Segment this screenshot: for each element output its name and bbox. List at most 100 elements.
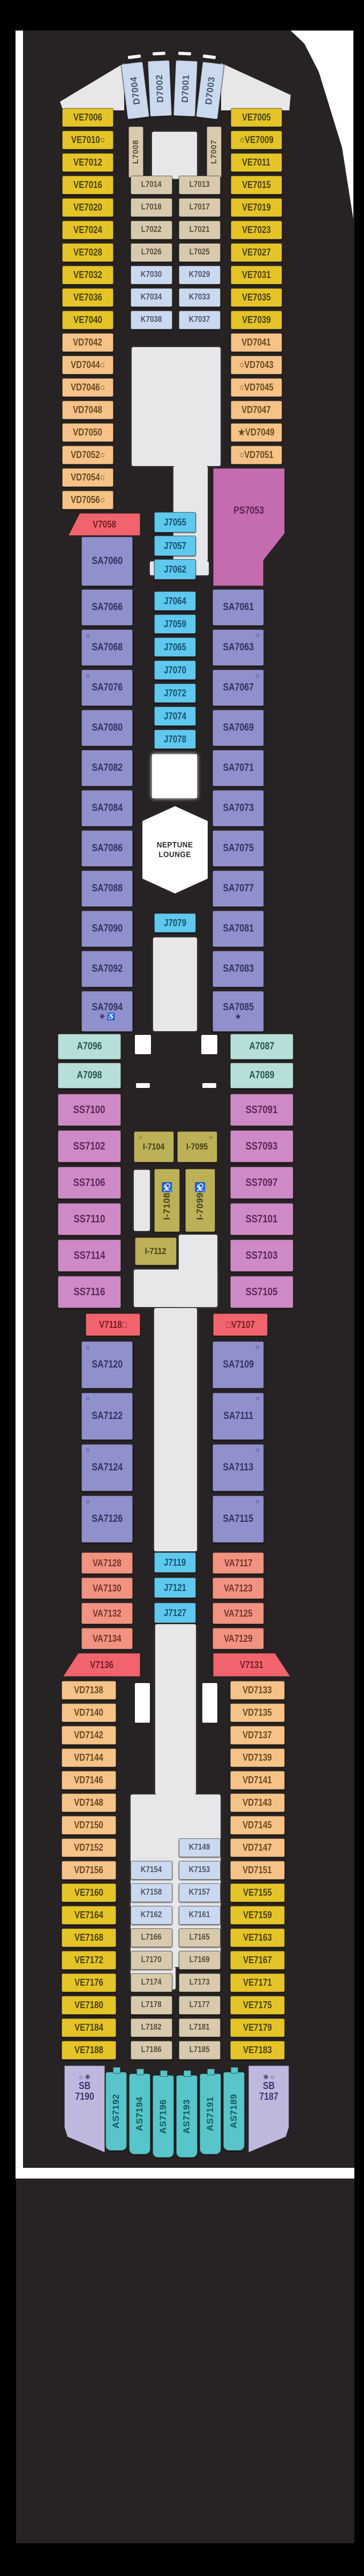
- cabin-VD7049[interactable]: ★VD7049: [231, 423, 282, 442]
- cabin-AS7196[interactable]: AS7196: [153, 2075, 174, 2158]
- cabin-L7166[interactable]: L7166: [131, 1928, 172, 1947]
- cabin-VE7175[interactable]: VE7175: [230, 1996, 285, 2015]
- cabin-VD7133[interactable]: VD7133: [230, 1681, 285, 1700]
- cabin-VD7145[interactable]: VD7145: [230, 1816, 285, 1835]
- cabin-L7017[interactable]: L7017: [179, 198, 221, 217]
- cabin-L7013[interactable]: L7013: [179, 176, 221, 194]
- cabin-VE7163[interactable]: VE7163: [230, 1928, 285, 1947]
- cabin-SA7120[interactable]: SA7120○: [81, 1341, 133, 1388]
- cabin-SA7126[interactable]: SA7126○: [81, 1496, 133, 1543]
- cabin-VA7128[interactable]: VA7128: [81, 1552, 133, 1574]
- cabin-SS7100[interactable]: SS7100: [58, 1094, 121, 1126]
- cabin-D7002[interactable]: D7002: [147, 60, 172, 117]
- cabin-VD7137[interactable]: VD7137: [230, 1726, 285, 1745]
- cabin-L7173[interactable]: L7173: [179, 1973, 221, 1992]
- cabin-SS7097[interactable]: SS7097: [230, 1167, 293, 1199]
- cabin-L7026[interactable]: L7026: [131, 243, 172, 262]
- cabin-L7021[interactable]: L7021: [179, 221, 221, 239]
- cabin-SS7114[interactable]: SS7114: [58, 1240, 121, 1272]
- cabin-VD7042[interactable]: VD7042: [62, 333, 113, 352]
- cabin-VD7054[interactable]: VD7054○: [62, 468, 113, 487]
- cabin-VE7039[interactable]: VE7039: [231, 311, 282, 329]
- cabin-L7165[interactable]: L7165: [179, 1928, 221, 1947]
- cabin-VE7005[interactable]: VE7005: [231, 108, 282, 127]
- cabin-SS7105[interactable]: SS7105: [230, 1276, 293, 1308]
- cabin-SA7113[interactable]: SA7113○: [213, 1444, 264, 1491]
- cabin-VE7032[interactable]: VE7032: [62, 266, 113, 284]
- cabin-J7064[interactable]: J7064: [154, 591, 196, 611]
- cabin-J7119[interactable]: J7119: [154, 1552, 196, 1573]
- cabin-K7030[interactable]: K7030: [131, 266, 172, 284]
- cabin-J7079[interactable]: J7079: [154, 913, 196, 933]
- cabin-VD7052[interactable]: VD7052○: [62, 446, 113, 464]
- cabin-L7181[interactable]: L7181: [179, 2018, 221, 2037]
- cabin-VE7036[interactable]: VE7036: [62, 288, 113, 307]
- cabin-SS7102[interactable]: SS7102: [58, 1130, 121, 1162]
- cabin-VE7184[interactable]: VE7184: [62, 2018, 116, 2037]
- cabin-J7059[interactable]: J7059: [154, 614, 196, 634]
- cabin-SA7067[interactable]: SA7067○: [213, 670, 264, 706]
- cabin-VD7041[interactable]: VD7041: [231, 333, 282, 352]
- cabin-VE7164[interactable]: VE7164: [62, 1906, 116, 1925]
- cabin-VD7046[interactable]: VD7046○: [62, 378, 113, 397]
- cabin-L7018[interactable]: L7018: [131, 198, 172, 217]
- cabin-K7154[interactable]: K7154: [131, 1861, 172, 1880]
- cabin-VD7148[interactable]: VD7148: [62, 1793, 116, 1812]
- cabin-L7170[interactable]: L7170: [131, 1951, 172, 1970]
- cabin-VA7123[interactable]: VA7123: [213, 1578, 264, 1599]
- cabin-SA7086[interactable]: SA7086: [81, 830, 133, 867]
- cabin-I-7095[interactable]: I-7095○: [177, 1131, 217, 1162]
- cabin-K7162[interactable]: K7162: [131, 1906, 172, 1925]
- cabin-VD7139[interactable]: VD7139: [230, 1748, 285, 1767]
- cabin-VE7006[interactable]: VE7006: [62, 108, 113, 127]
- cabin-VD7056[interactable]: VD7056○: [62, 491, 113, 509]
- cabin-L7022[interactable]: L7022: [131, 221, 172, 239]
- cabin-SA7122[interactable]: SA7122○: [81, 1393, 133, 1440]
- cabin-VE7031[interactable]: VE7031: [231, 266, 282, 284]
- cabin-VD7152[interactable]: VD7152: [62, 1838, 116, 1857]
- cabin-SA7124[interactable]: SA7124○: [81, 1444, 133, 1491]
- cabin-VD7144[interactable]: VD7144: [62, 1748, 116, 1767]
- cabin-SA7085[interactable]: SA7085★: [213, 991, 264, 1032]
- cabin-SA7066[interactable]: SA7066: [81, 589, 133, 626]
- cabin-I-7099[interactable]: I-7099♿: [185, 1169, 215, 1232]
- cabin-L7174[interactable]: L7174: [131, 1973, 172, 1992]
- cabin-VE7183[interactable]: VE7183: [230, 2041, 285, 2060]
- cabin-SA7071[interactable]: SA7071: [213, 750, 264, 786]
- cabin-VE7168[interactable]: VE7168: [62, 1928, 116, 1947]
- cabin-SA7082[interactable]: SA7082: [81, 750, 133, 786]
- cabin-SS7106[interactable]: SS7106: [58, 1167, 121, 1199]
- cabin-VD7151[interactable]: VD7151: [230, 1861, 285, 1880]
- cabin-K7037[interactable]: K7037: [179, 311, 221, 329]
- cabin-SA7073[interactable]: SA7073: [213, 790, 264, 827]
- cabin-VE7024[interactable]: VE7024: [62, 221, 113, 239]
- cabin-L7182[interactable]: L7182: [131, 2018, 172, 2037]
- cabin-D7001[interactable]: D7001: [173, 60, 198, 117]
- cabin-SA7061[interactable]: SA7061: [213, 589, 264, 626]
- cabin-SS7116[interactable]: SS7116: [58, 1276, 121, 1308]
- cabin-VD7138[interactable]: VD7138: [62, 1681, 116, 1700]
- cabin-I-7104[interactable]: I-7104○: [134, 1131, 174, 1162]
- cabin-J7127[interactable]: J7127: [154, 1603, 196, 1623]
- cabin-SA7094[interactable]: SA7094✳ ♿: [81, 991, 133, 1032]
- cabin-VA7117[interactable]: VA7117: [213, 1552, 264, 1574]
- cabin-K7034[interactable]: K7034: [131, 288, 172, 307]
- cabin-J7072[interactable]: J7072: [154, 684, 196, 703]
- cabin-VE7159[interactable]: VE7159: [230, 1906, 285, 1925]
- cabin-AS7191[interactable]: AS7191: [200, 2074, 221, 2154]
- cabin-A7098[interactable]: A7098: [58, 1063, 121, 1088]
- cabin-SA7083[interactable]: SA7083: [213, 951, 264, 987]
- cabin-VA7130[interactable]: VA7130: [81, 1578, 133, 1599]
- cabin-AS7192[interactable]: AS7192: [105, 2072, 127, 2151]
- cabin-VD7146[interactable]: VD7146: [62, 1771, 116, 1790]
- cabin-VE7180[interactable]: VE7180: [62, 1996, 116, 2015]
- cabin-SA7084[interactable]: SA7084: [81, 790, 133, 827]
- cabin-VE7176[interactable]: VE7176: [62, 1973, 116, 1992]
- cabin-AS7189[interactable]: AS7189: [223, 2072, 245, 2151]
- cabin-K7038[interactable]: K7038: [131, 311, 172, 329]
- cabin-K7153[interactable]: K7153: [179, 1861, 221, 1880]
- cabin-A7096[interactable]: A7096: [58, 1034, 121, 1060]
- cabin-VD7051[interactable]: ○VD7051: [231, 446, 282, 464]
- cabin-K7149[interactable]: K7149: [179, 1838, 221, 1857]
